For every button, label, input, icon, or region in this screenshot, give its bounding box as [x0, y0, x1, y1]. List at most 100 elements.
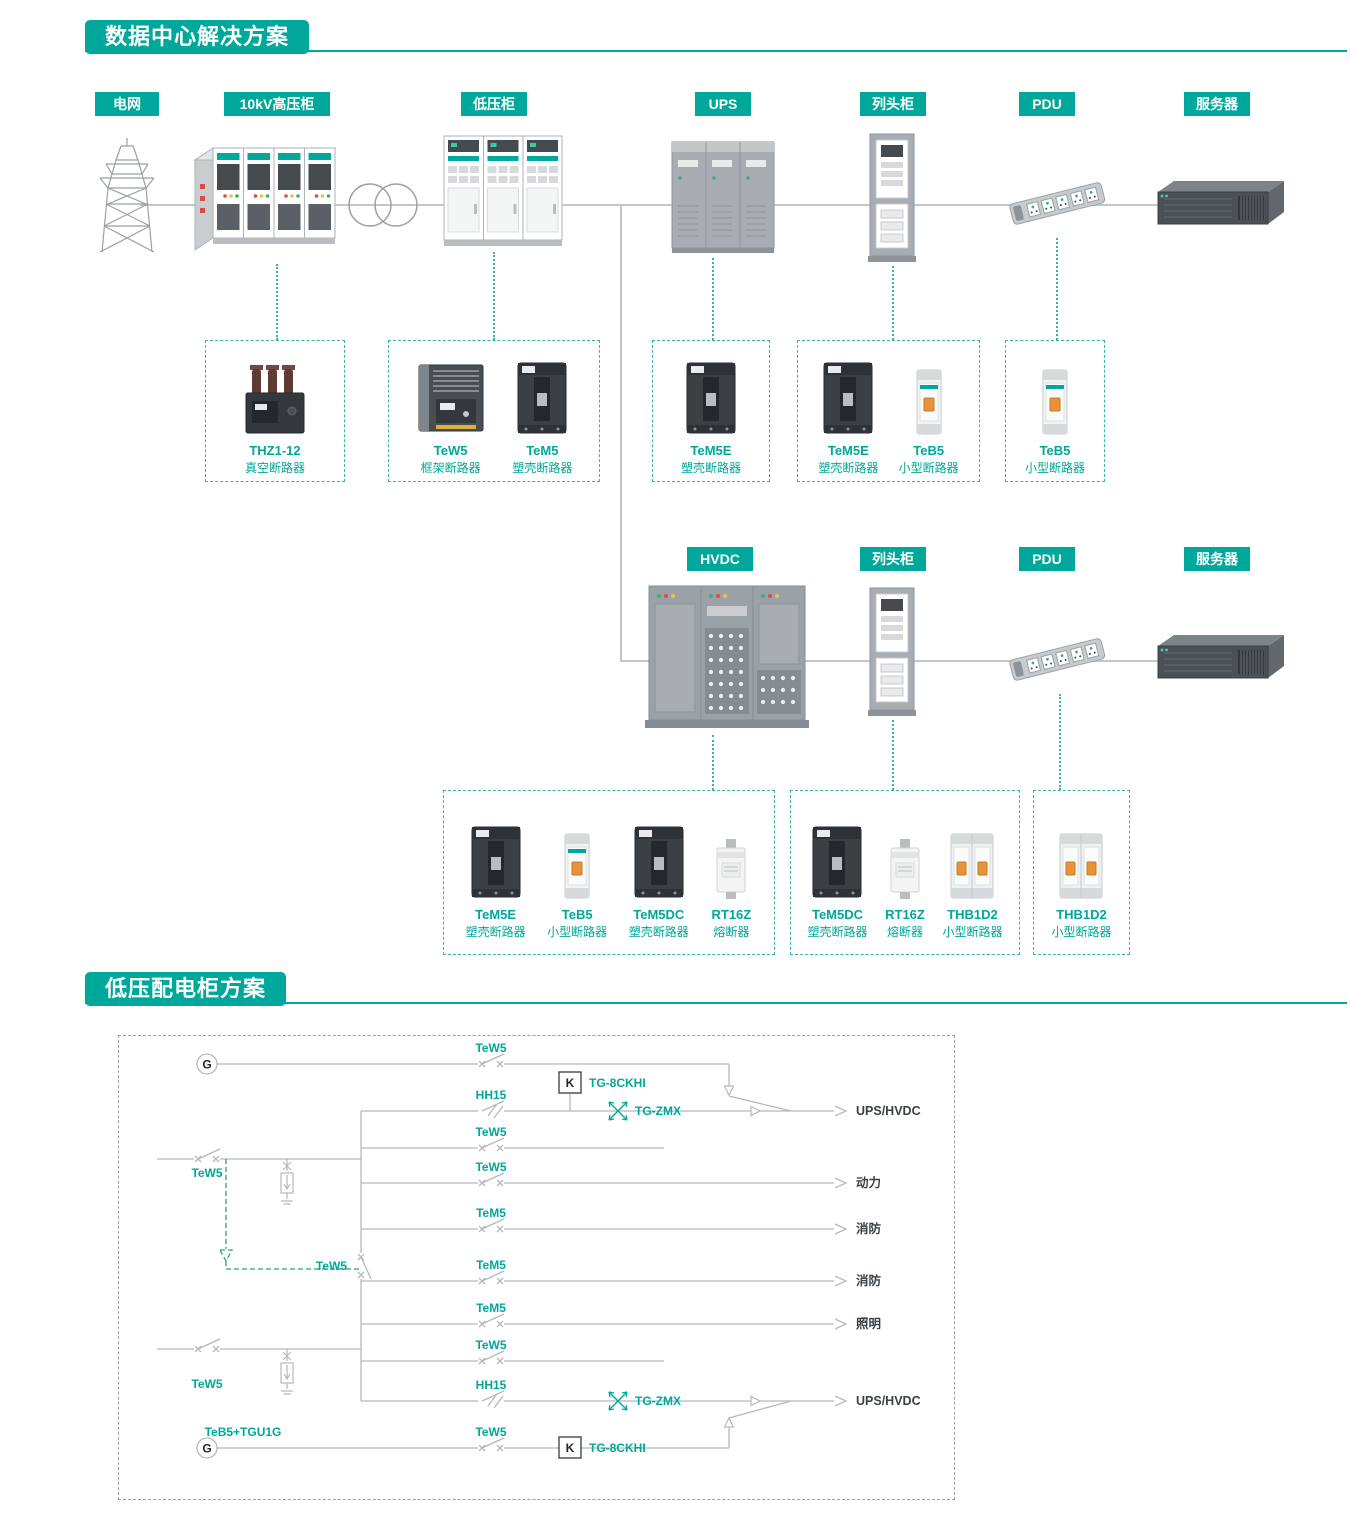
surge-arrester-symbol: [280, 1348, 294, 1395]
badge-row-cabinet-2: 列头柜: [860, 547, 926, 571]
mcb-icon: [916, 369, 942, 435]
product-desc: 小型断路器: [1024, 460, 1085, 475]
chain-line-drop: [620, 204, 622, 661]
badge-server-1: 服务器: [1184, 92, 1250, 116]
air-circuit-breaker-icon: [417, 364, 484, 432]
product-image: [466, 801, 526, 901]
changeover-contact: [723, 1417, 735, 1428]
output-label: UPS/HVDC: [856, 1104, 921, 1118]
breaker-label: TeW5: [475, 1160, 506, 1174]
breaker-label: TeW5: [475, 1041, 506, 1055]
product-image: [240, 351, 310, 437]
surge-arrester-symbol: [280, 1158, 294, 1205]
product-model: TeB5: [561, 907, 593, 922]
mccb-icon: [823, 362, 873, 434]
breaker-label: TeM5: [476, 1301, 506, 1315]
hv-switchgear-illustration: [193, 147, 337, 251]
connector-pdu1-products: [1056, 238, 1058, 340]
product-card: TeB5 小型断路器: [1025, 351, 1085, 475]
product-desc: 塑壳断路器: [818, 460, 879, 475]
mccb-icon: [812, 826, 862, 898]
product-model: TeM5DC: [811, 907, 864, 922]
product-group-hv: THZ1-12 真空断路器: [205, 340, 345, 482]
product-model: TeM5E: [475, 907, 517, 922]
product-card: TeM5DC 塑壳断路器: [807, 801, 868, 939]
controller-box: [558, 1436, 582, 1459]
breaker-label: HH15: [476, 1088, 507, 1102]
output-arrow: [834, 1105, 847, 1117]
fuse-icon: [890, 838, 920, 900]
mccb-icon: [471, 826, 521, 898]
product-model: THB1D2: [947, 907, 998, 922]
product-desc: 框架断路器: [420, 460, 481, 475]
section-title-underline-2: [85, 1002, 1347, 1004]
single-line-diagram-frame: G G TeW5 HH15 K TG-8CKHI TG-ZMX TeW5 TeW…: [118, 1035, 955, 1500]
output-arrow: [834, 1275, 847, 1287]
product-image: [1038, 351, 1072, 437]
server-illustration-2: [1157, 634, 1285, 679]
badge-hv-cabinet: 10kV高压柜: [224, 92, 330, 116]
changeover-contact: [723, 1085, 735, 1096]
connector-ups-products: [712, 258, 714, 340]
product-card: THZ1-12 真空断路器: [240, 351, 310, 475]
tie-label: TeW5: [316, 1259, 347, 1273]
product-group-row2: TeM5DC 塑壳断路器 RT16Z 熔断器 THB1D2 小型断路器: [790, 790, 1020, 955]
section-title-datacenter: 数据中心解决方案: [85, 20, 310, 54]
product-card: TeM5E 塑壳断路器: [681, 351, 741, 475]
product-card: TeM5E 塑壳断路器: [466, 801, 526, 939]
product-model: TeM5DC: [633, 907, 685, 922]
product-image: [629, 801, 689, 901]
output-arrow: [834, 1177, 847, 1189]
product-desc: 熔断器: [886, 924, 923, 939]
mcb-2pole-icon: [1059, 833, 1103, 899]
breaker-label: TeW5: [475, 1338, 506, 1352]
product-card: TeB5 小型断路器: [547, 801, 607, 939]
pdu-illustration-1: [1008, 181, 1106, 226]
output-label: UPS/HVDC: [856, 1394, 921, 1408]
product-model: RT16Z: [711, 907, 752, 922]
spd-label: TeB5+TGU1G: [205, 1425, 282, 1439]
mcb-icon: [1042, 369, 1068, 435]
lv-switchgear-illustration: [443, 135, 563, 246]
product-image: [560, 801, 594, 901]
product-card: THB1D2 小型断路器: [1051, 801, 1112, 939]
zmx-label: TG-ZMX: [635, 1394, 681, 1408]
badge-row-cabinet-1: 列头柜: [860, 92, 926, 116]
product-group-hvdc: TeM5E 塑壳断路器 TeB5 小型断路器 TeM5DC 塑壳断路器 RT16…: [443, 790, 775, 955]
product-card: TeM5DC 塑壳断路器: [629, 801, 689, 939]
breaker-symbol: [477, 1218, 505, 1233]
badge-pdu-1: PDU: [1019, 92, 1075, 116]
product-desc: 小型断路器: [898, 460, 959, 475]
breaker-symbol: [477, 1172, 505, 1187]
product-image: [681, 351, 741, 437]
breaker-label: TeM5: [476, 1258, 506, 1272]
output-arrow: [834, 1223, 847, 1235]
mccb-icon: [634, 826, 684, 898]
product-desc: 塑壳断路器: [680, 460, 741, 475]
transformer-symbol: [348, 183, 418, 227]
product-card: TeW5 框架断路器: [416, 351, 486, 475]
ups-cabinet-illustration: [671, 141, 775, 253]
incomer-breaker-symbol: [193, 1148, 221, 1163]
product-card: RT16Z 熔断器: [710, 801, 752, 939]
output-arrow: [834, 1395, 847, 1407]
breaker-label: HH15: [476, 1378, 507, 1392]
product-card: RT16Z 熔断器: [884, 801, 926, 939]
product-model: TeW5: [433, 443, 468, 458]
connector-row1-products: [892, 266, 894, 340]
mcb-icon: [564, 833, 590, 899]
badge-pdu-2: PDU: [1019, 547, 1075, 571]
server-illustration-1: [1157, 180, 1285, 225]
badge-server-2: 服务器: [1184, 547, 1250, 571]
badge-lv-cabinet: 低压柜: [461, 92, 527, 116]
incomer-label: TeW5: [191, 1377, 222, 1391]
product-model: THB1D2: [1056, 907, 1107, 922]
fuse-icon: [716, 838, 746, 900]
output-label: 消防: [856, 1273, 882, 1288]
product-image: [818, 351, 878, 437]
badge-ups: UPS: [695, 92, 751, 116]
output-label: 消防: [856, 1221, 882, 1236]
product-group-ups: TeM5E 塑壳断路器: [652, 340, 770, 482]
connector-hvdc-products: [712, 735, 714, 790]
